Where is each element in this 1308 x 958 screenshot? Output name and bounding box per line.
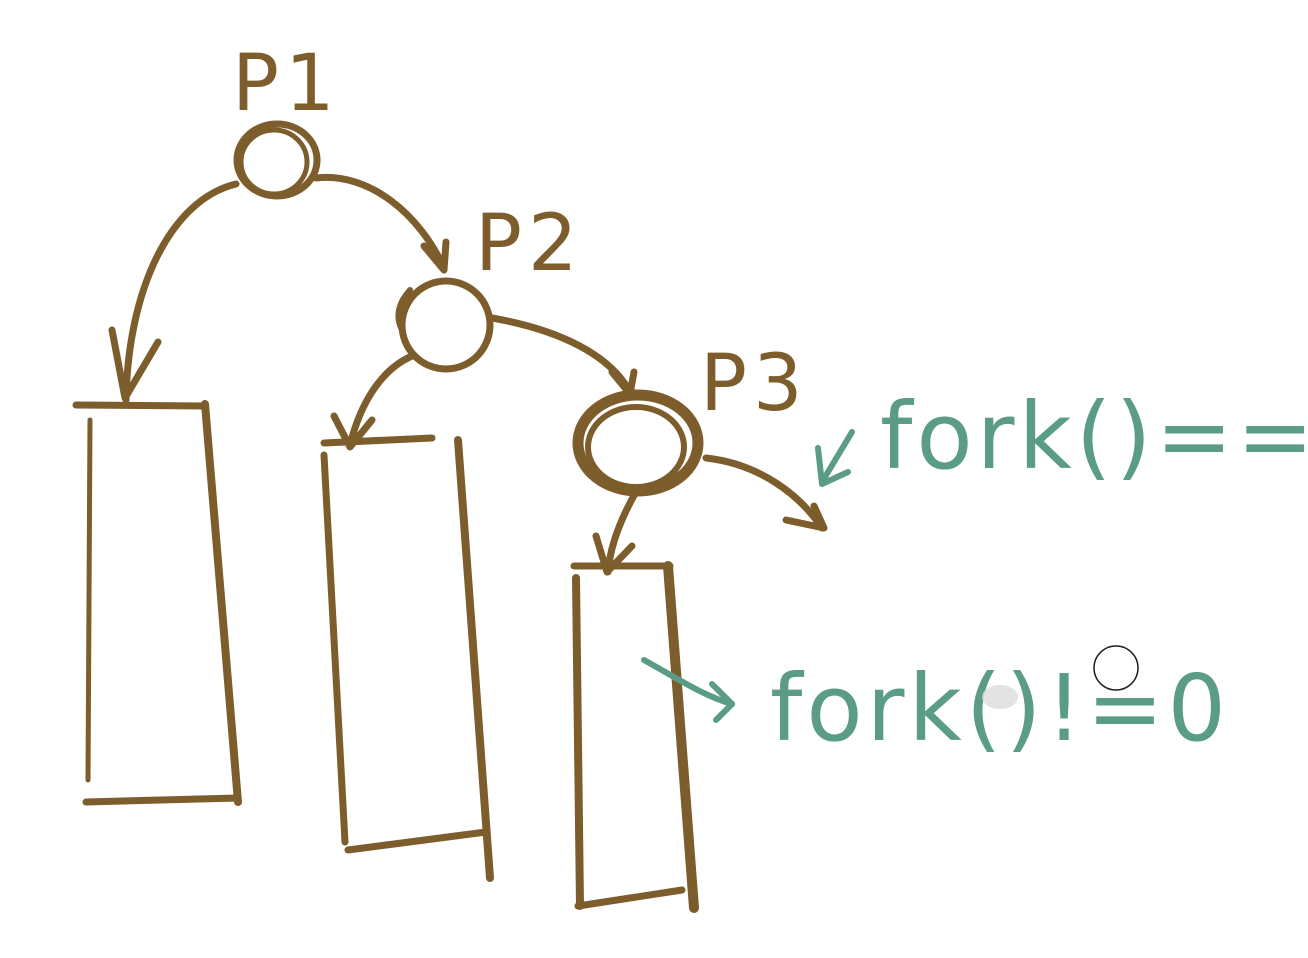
- p1-to-p2-arrow: [312, 173, 450, 274]
- p3-node: [572, 389, 704, 497]
- p3-label: P3: [700, 339, 809, 429]
- pen-cursor-icon[interactable]: [1093, 645, 1139, 691]
- p3-to-box3-arrow: [592, 488, 640, 576]
- p2-node: [395, 277, 494, 373]
- child-condition-label: fork()==0: [880, 383, 1308, 490]
- p2-label: P2: [475, 199, 584, 289]
- eraser-smudge: [982, 685, 1018, 709]
- p2-to-p3-arrow: [488, 314, 638, 398]
- p1-to-box1-arrow: [108, 180, 240, 404]
- child-annotation-arrow: [815, 429, 855, 487]
- memory-box-2: [320, 434, 494, 882]
- memory-box-1: [72, 400, 242, 806]
- p1-label: P1: [232, 39, 341, 129]
- memory-box-3: [570, 561, 699, 913]
- parent-annotation-arrow: [641, 657, 735, 723]
- p2-to-box2-arrow: [330, 352, 416, 451]
- p1-node: [233, 120, 321, 200]
- p3-to-child-arrow: [702, 454, 828, 532]
